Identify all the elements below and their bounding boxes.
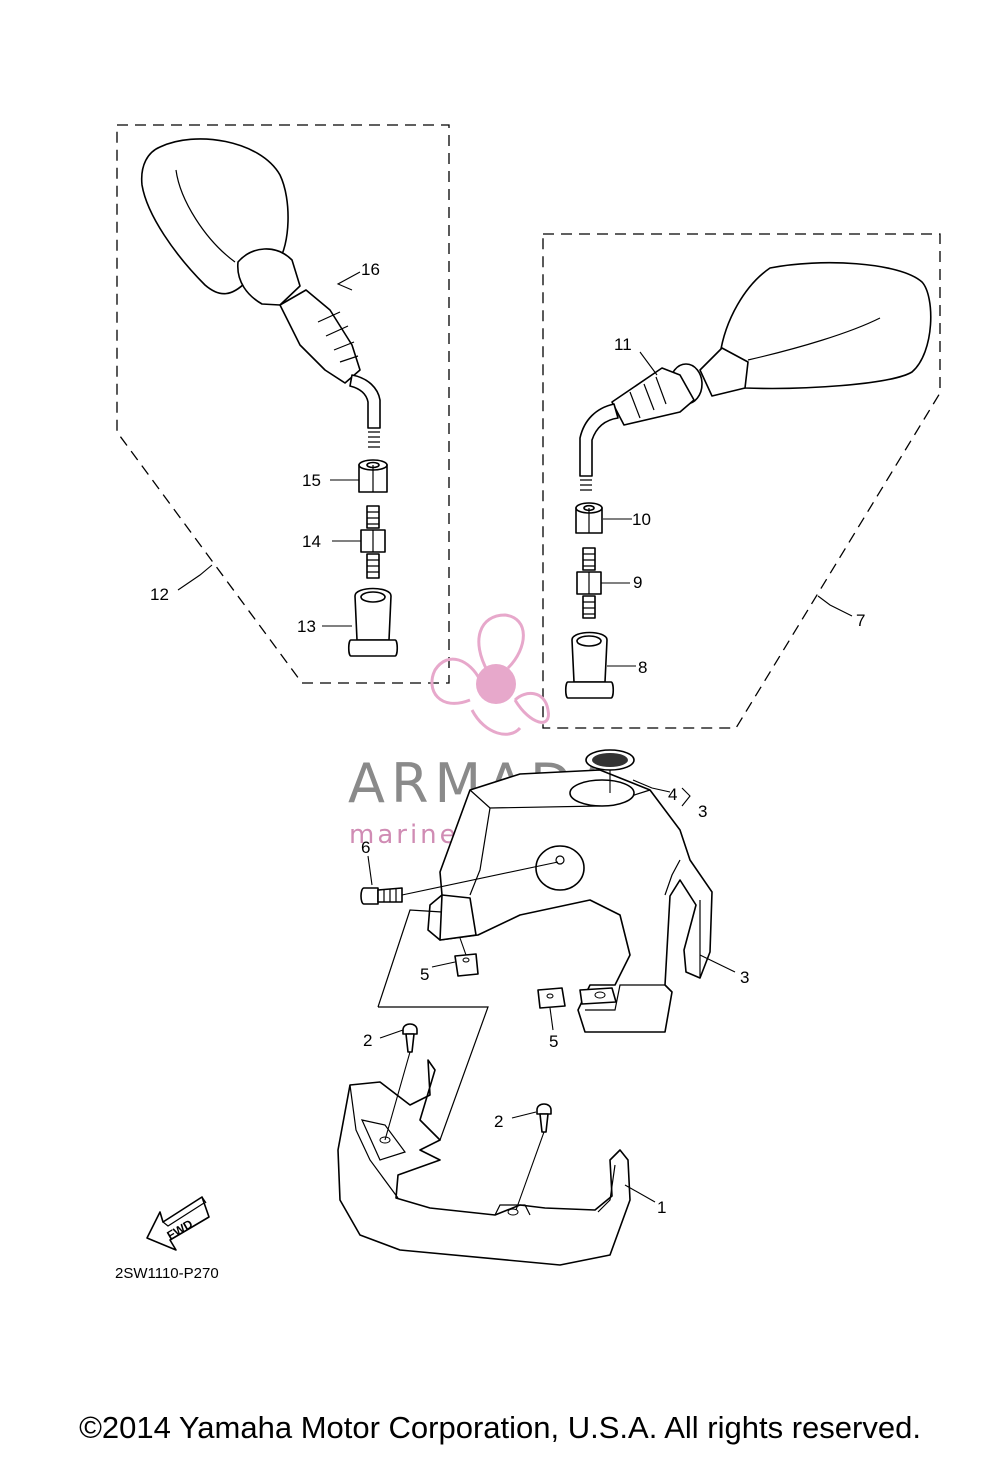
label-14: 14	[302, 532, 321, 551]
part-1-lower-cover	[337, 1059, 631, 1266]
label-9: 9	[633, 573, 642, 592]
part-13-grommet	[354, 587, 392, 641]
label-5-right: 5	[549, 1032, 558, 1051]
part-3-upper-cover	[427, 769, 713, 1033]
label-2-left: 2	[363, 1031, 372, 1050]
propeller-logo	[430, 613, 550, 736]
part-5-clip-nut-left	[454, 953, 479, 977]
label-13: 13	[297, 617, 316, 636]
diagram-code: 2SW1110-P270	[115, 1265, 219, 1282]
label-12: 12	[150, 585, 169, 604]
label-10: 10	[632, 510, 651, 529]
right-mirror-assembly	[542, 233, 941, 729]
right-mirror-head	[718, 261, 932, 390]
label-6: 6	[361, 838, 370, 857]
handlebar-cover-assembly	[337, 749, 736, 1266]
part-6-bolt	[360, 887, 379, 905]
part-2-screw-right	[536, 1103, 552, 1115]
label-8: 8	[638, 658, 647, 677]
label-16: 16	[361, 260, 380, 279]
left-mirror-assembly	[116, 124, 450, 684]
part-number-labels: 16 15 14 13 12 11 10 9 8 7 4 3 3 6 5 5 2…	[150, 260, 865, 1217]
fwd-arrow: FWD	[146, 1196, 210, 1251]
part-2-screw-left	[402, 1023, 418, 1035]
label-3-top: 3	[698, 802, 707, 821]
label-15: 15	[302, 471, 321, 490]
label-3-side: 3	[740, 968, 749, 987]
label-1: 1	[657, 1198, 666, 1217]
copyright-notice: ©2014 Yamaha Motor Corporation, U.S.A. A…	[79, 1410, 921, 1445]
label-4: 4	[668, 785, 677, 804]
label-2-right: 2	[494, 1112, 503, 1131]
label-7: 7	[856, 611, 865, 630]
label-5-left: 5	[420, 965, 429, 984]
left-mirror-boot	[279, 289, 361, 384]
right-mirror-boot	[611, 367, 695, 426]
label-11: 11	[614, 335, 632, 354]
